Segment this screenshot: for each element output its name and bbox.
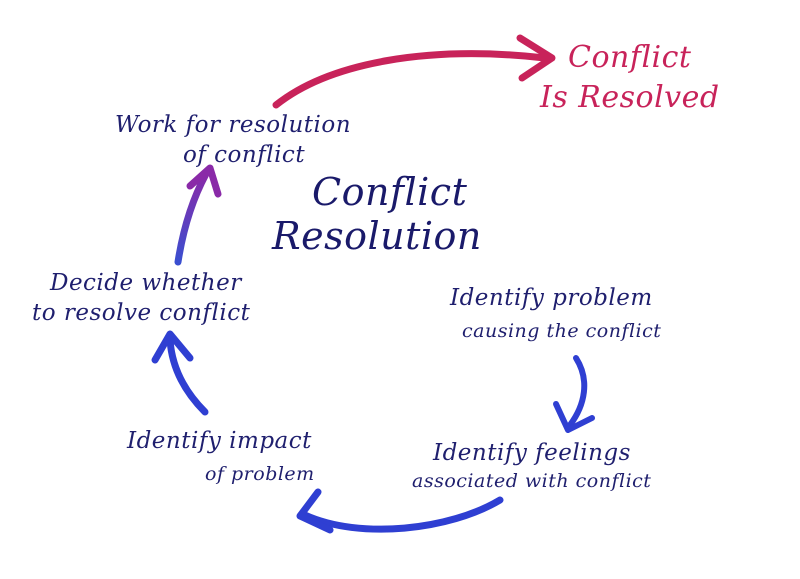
- step-problem-line-1: Identify problem: [450, 285, 653, 311]
- step-feelings-line-2: associated with conflict: [412, 470, 652, 492]
- arrow-decide-to-work: [174, 170, 210, 266]
- arrowhead-impact-to-decide: [151, 330, 194, 364]
- step-work-line-1: Work for resolution: [115, 112, 352, 138]
- arrow-impact-to-decide: [166, 336, 209, 416]
- step-work-line-2: of conflict: [183, 142, 306, 168]
- step-impact-line-1: Identify impact: [127, 428, 312, 454]
- center-title-line-2: Resolution: [272, 214, 482, 258]
- arrow-to-resolved: [272, 50, 549, 109]
- arrowhead-decide-to-work: [186, 164, 222, 198]
- arrow-feelings-to-impact: [301, 496, 504, 533]
- arrowhead-to-resolved: [516, 34, 556, 82]
- step-decide-line-2: to resolve conflict: [32, 300, 251, 326]
- resolved-line-1: Conflict: [568, 40, 692, 75]
- step-feelings-line-1: Identify feelings: [433, 440, 631, 466]
- step-problem-line-2: causing the conflict: [462, 320, 662, 342]
- arrowhead-feelings-to-impact: [296, 488, 334, 534]
- arrowhead-problem-to-feelings: [553, 401, 595, 433]
- resolved-line-2: Is Resolved: [540, 80, 720, 115]
- center-title-line-1: Conflict: [312, 170, 468, 214]
- arrow-problem-to-feelings: [567, 355, 588, 428]
- step-decide-line-1: Decide whether: [50, 270, 242, 296]
- step-impact-line-2: of problem: [205, 463, 315, 485]
